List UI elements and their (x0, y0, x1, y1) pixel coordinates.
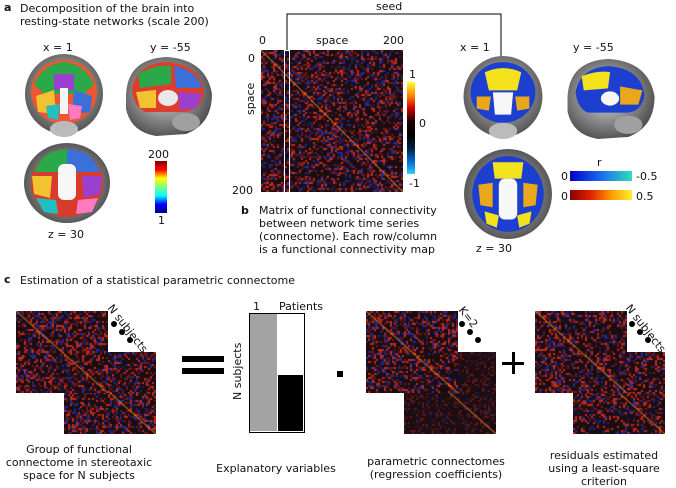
r-label: r (597, 156, 602, 169)
brain-sagittal-seedmap (567, 59, 655, 139)
right-coord-z-label: z = 30 (476, 242, 512, 255)
caption3-line1: parametric connectomes (367, 455, 505, 468)
seed-column-highlight (284, 50, 290, 194)
design-matrix (249, 313, 305, 433)
matrix-left-top-tick: 0 (248, 52, 255, 65)
caption1-line2: connectome in stereotaxic (5, 456, 153, 469)
design-patients-label: Patients (279, 300, 324, 313)
caption-explanatory: Explanatory variables (216, 462, 336, 475)
parcel-colorbar (155, 161, 167, 213)
caption-group-connectome: Group of functional connectome in stereo… (4, 443, 154, 482)
panel-c-title: Estimation of a statistical parametric c… (20, 274, 295, 287)
parametric-connectome-front (366, 311, 458, 393)
residuals-front (535, 311, 627, 393)
equals-sign-bar2 (182, 368, 224, 374)
coord-z-label: z = 30 (48, 228, 84, 241)
matrix-cbar-mid: 0 (419, 117, 426, 130)
multiply-dot (337, 371, 343, 377)
brain-axial-seedmap (464, 149, 552, 239)
pos-scale-zero: 0 (561, 190, 568, 203)
pos-scale-end: 0.5 (636, 190, 654, 203)
connectivity-matrix (261, 50, 403, 192)
matrix-left-bottom-tick: 200 (232, 184, 253, 197)
brain-coronal-seedmap (463, 56, 543, 139)
caption4-line3: criterion (581, 475, 627, 488)
right-coord-y-label: y = -55 (573, 41, 614, 54)
design-n-subjects-axis: N subjects (231, 342, 244, 400)
stack-dots-2 (459, 321, 481, 343)
caption4-line2: using a least-square (548, 462, 660, 475)
matrix-top-axis-label: space (316, 34, 349, 47)
right-coord-x-label: x = 1 (460, 41, 490, 54)
colorbar-min-label: 1 (158, 214, 165, 227)
matrix-left-axis-label: space (244, 82, 257, 115)
caption3-line2: (regression coefficients) (369, 468, 503, 481)
brain-sagittal-parcellation (126, 57, 212, 136)
plus-sign-vertical (512, 352, 515, 374)
panel-b-line4: is a functional connectivity map (259, 243, 435, 256)
design-intercept-column (250, 314, 277, 431)
caption-parametric: parametric connectomes (regression coeff… (362, 455, 510, 481)
matrix-top-right-tick: 200 (383, 34, 404, 47)
design-one-label: 1 (253, 300, 260, 313)
negative-r-colorbar (570, 171, 632, 181)
positive-r-colorbar (570, 190, 632, 200)
group-connectome-front (16, 311, 108, 393)
stack-dots-3 (629, 321, 651, 343)
coord-x-label: x = 1 (43, 41, 73, 54)
panel-a-title-line1: Decomposition of the brain into (20, 2, 195, 15)
matrix-cbar-max: 1 (409, 68, 416, 81)
panel-c-letter: c (4, 273, 11, 286)
brain-axial-parcellation (24, 143, 110, 223)
brain-coronal-parcellation (25, 54, 103, 137)
caption4-line1: residuals estimated (549, 449, 659, 462)
matrix-cbar-min: -1 (409, 177, 420, 190)
panel-b-line3: (connectome). Each row/column (259, 230, 438, 243)
caption1-line1: Group of functional (26, 443, 132, 456)
neg-scale-zero: 0 (561, 170, 568, 183)
panel-a-title-line2: resting-state networks (scale 200) (20, 15, 209, 28)
seed-label: seed (376, 0, 403, 13)
matrix-top-left-tick: 0 (259, 34, 266, 47)
caption1-line3: space for N subjects (23, 469, 135, 482)
panel-a-letter: a (4, 1, 12, 14)
design-patients-indicator (278, 375, 303, 431)
panel-b-letter: b (241, 204, 249, 217)
neg-scale-end: -0.5 (636, 170, 658, 183)
matrix-colorbar (407, 82, 415, 174)
coord-y-label: y = -55 (150, 41, 191, 54)
panel-b-line1: Matrix of functional connectivity (259, 204, 437, 217)
colorbar-max-label: 200 (148, 148, 169, 161)
equals-sign (182, 356, 224, 362)
caption-residuals: residuals estimated using a least-square… (538, 449, 670, 488)
panel-b-line2: between network time series (259, 217, 420, 230)
stack-dots-1 (111, 321, 133, 343)
